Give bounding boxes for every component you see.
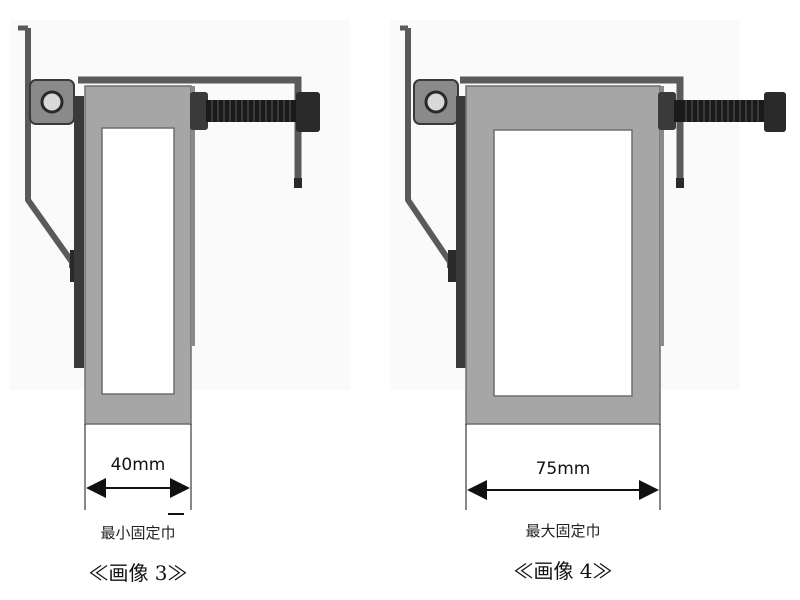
rear-post (74, 96, 84, 368)
figure-caption: 最小固定巾 (100, 524, 175, 542)
bolt-shaft (206, 100, 298, 122)
bolt-head (296, 92, 320, 132)
pivot-hole (424, 90, 448, 114)
bolt-thread (211, 100, 291, 122)
bolt-nut-inner (658, 92, 676, 130)
plate-side (191, 86, 195, 346)
bracket-end (294, 178, 302, 188)
top-bracket (78, 76, 302, 186)
bolt-head (764, 92, 786, 132)
plate-side (660, 86, 664, 346)
figure-title: ≪画像 4≫ (513, 559, 612, 583)
clamp-figure-max: 75mm 最大固定巾 ≪画像 4≫ (390, 20, 786, 583)
figure-caption: 最大固定巾 (525, 522, 600, 540)
figure-title: ≪画像 3≫ (88, 561, 187, 585)
pivot-hole (40, 90, 64, 114)
bolt-shaft (674, 100, 766, 122)
bolt-nut-inner (190, 92, 208, 130)
dimension-label: 40mm (111, 455, 166, 475)
arm-tab (448, 250, 456, 282)
plate-window (493, 129, 633, 397)
dimension-label: 75mm (536, 459, 591, 479)
bolt-thread (685, 100, 759, 122)
top-bracket (460, 76, 684, 186)
bracket-end (676, 178, 684, 188)
rear-post (456, 96, 466, 368)
clamp-figure-min: 40mm 最小固定巾 ≪画像 3≫ (10, 20, 350, 585)
plate-window (101, 127, 175, 395)
